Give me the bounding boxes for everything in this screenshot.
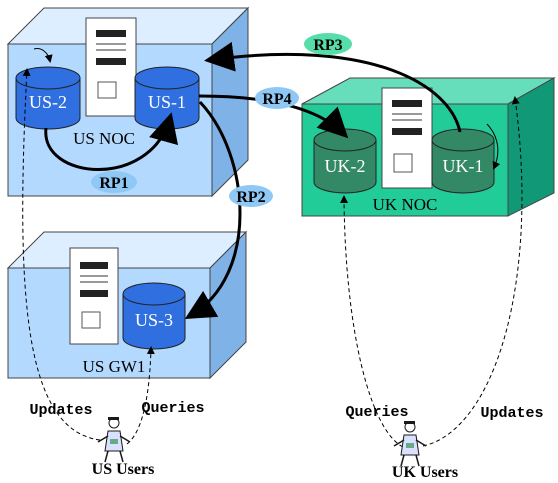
user-icon	[393, 421, 427, 467]
rp1-badge: RP1	[91, 171, 137, 193]
us-queries-path	[126, 346, 155, 445]
database-uk2-label: UK-2	[325, 156, 366, 176]
uk-noc-label: UK NOC	[373, 195, 438, 214]
rp3-arrow	[204, 41, 462, 133]
us-updates-path	[22, 68, 101, 441]
rp3-badge: RP3	[304, 33, 352, 55]
database-us3-label: US-3	[135, 310, 173, 330]
rp1-arrow	[44, 112, 178, 171]
replication-arrows	[33, 41, 501, 320]
us-queries-label: Queries	[141, 400, 204, 417]
uk-queries-label: Queries	[345, 404, 408, 421]
us-users-label: US Users	[92, 461, 155, 478]
server-icon	[85, 17, 137, 117]
user-flow-paths	[22, 68, 523, 448]
us-noc-local-arrow	[33, 48, 53, 63]
database-icon: US-1	[134, 66, 200, 130]
database-icon: US-2	[15, 66, 81, 130]
uk-updates-label: Updates	[480, 405, 543, 422]
server-icon	[381, 87, 433, 189]
rp3-label: RP3	[313, 37, 342, 54]
rp1-label: RP1	[99, 175, 128, 192]
uk-noc-box: UK NOC UK-2	[301, 77, 556, 217]
rp2-badge: RP2	[229, 185, 273, 207]
us-updates-label: Updates	[29, 402, 92, 419]
rp2-label: RP2	[236, 189, 265, 206]
us-noc-label: US NOC	[73, 129, 135, 148]
database-icon: UK-1	[431, 128, 495, 194]
us-gw1-top	[6, 231, 248, 269]
us-gw1-label: US GW1	[83, 357, 146, 376]
server-icon	[69, 247, 119, 345]
us-gw1-box: US GW1 US-3	[6, 230, 248, 380]
database-icon: US-3	[122, 282, 186, 350]
rp4-badge: RP4	[255, 87, 299, 109]
us-noc-box: US NOC US-2	[6, 6, 250, 198]
uk-updates-path	[422, 96, 523, 447]
database-us1-label: US-1	[148, 92, 186, 112]
database-us2-label: US-2	[29, 92, 67, 112]
rp4-label: RP4	[262, 91, 291, 108]
uk-queries-path	[340, 195, 404, 448]
uk-users-label: UK Users	[392, 464, 458, 481]
database-icon: UK-2	[313, 128, 377, 194]
uk-users-group: UK Users	[392, 421, 458, 481]
uk-noc-local-arrow	[486, 123, 501, 170]
database-uk1-label: UK-1	[443, 156, 484, 176]
user-icon	[97, 417, 131, 463]
us-users-group: US Users	[92, 417, 155, 478]
rp2-arrow	[184, 100, 242, 320]
